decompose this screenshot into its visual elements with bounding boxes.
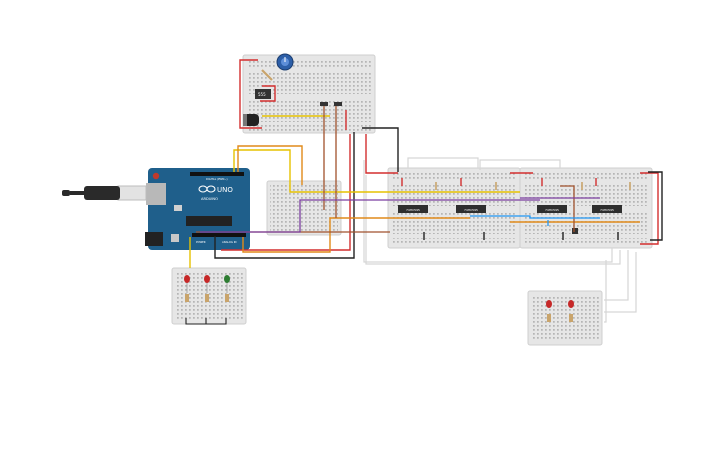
arduino-logo xyxy=(198,185,216,193)
small-ic-2[interactable] xyxy=(334,102,342,106)
usb-cable xyxy=(62,185,147,201)
breadboard-led-right[interactable] xyxy=(527,290,603,346)
usb-port xyxy=(146,183,166,205)
capacitor-electrolytic[interactable] xyxy=(243,114,259,126)
led-red-3[interactable] xyxy=(546,300,552,322)
resistor-array xyxy=(435,182,631,190)
chip-2-label: 74HC595 xyxy=(464,208,478,212)
shift-register-2[interactable]: 74HC595 xyxy=(456,205,486,213)
arduino-maker: ARDUINO xyxy=(201,197,218,201)
ic-555-label: 555 xyxy=(258,92,266,97)
small-ic-1[interactable] xyxy=(320,102,328,106)
shift-register-3[interactable]: 74HC595 xyxy=(537,205,567,213)
wires-led-board xyxy=(185,318,227,325)
potentiometer[interactable] xyxy=(276,53,294,71)
wires-white xyxy=(363,157,637,323)
push-button[interactable] xyxy=(572,228,578,234)
chip-1-label: 74HC595 xyxy=(406,208,420,212)
led-green[interactable] xyxy=(224,275,230,302)
arduino-uno[interactable]: UNO ARDUINO DIGITAL (PWM~) POWER ANALOG … xyxy=(145,168,250,250)
led-red-4[interactable] xyxy=(568,300,574,322)
arduino-brand: UNO xyxy=(217,186,233,194)
atmega-chip xyxy=(186,216,232,226)
wires-purple xyxy=(200,197,600,233)
breadboard-right-2[interactable] xyxy=(519,167,653,249)
digital-header xyxy=(190,172,244,176)
chip-3-label: 74HC595 xyxy=(545,208,559,212)
chip-4-label: 74HC595 xyxy=(600,208,614,212)
shift-register-4[interactable]: 74HC595 xyxy=(592,205,622,213)
wires-blue xyxy=(470,215,600,226)
wires-black xyxy=(214,127,663,259)
digital-label: DIGITAL (PWM~) xyxy=(206,177,228,181)
wires-red xyxy=(221,59,659,251)
shift-register-1[interactable]: 74HC595 xyxy=(398,205,428,213)
wires-yellow xyxy=(189,115,520,268)
reset-button xyxy=(152,172,160,180)
wires-orange xyxy=(237,145,640,253)
power-label: POWER xyxy=(196,240,206,244)
resistor-top[interactable] xyxy=(261,69,273,81)
power-jack xyxy=(145,232,163,246)
led-red-2[interactable] xyxy=(204,275,210,302)
analog-label: ANALOG IN xyxy=(222,240,236,244)
ic-555[interactable]: 555 xyxy=(255,89,271,99)
led-red-1[interactable] xyxy=(184,275,190,302)
power-analog-header xyxy=(192,233,246,237)
